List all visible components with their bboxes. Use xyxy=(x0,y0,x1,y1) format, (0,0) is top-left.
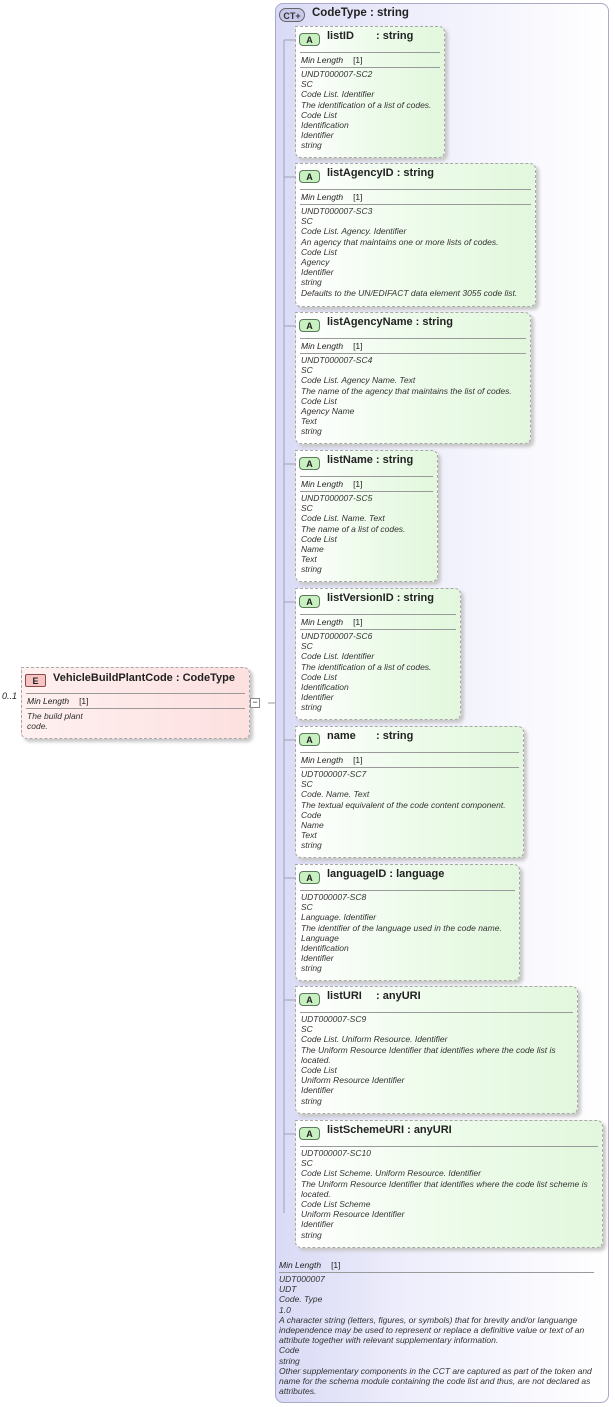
attribute-badge-icon: A xyxy=(299,733,320,746)
divider xyxy=(300,629,456,630)
attribute-badge-icon: A xyxy=(299,319,320,332)
attribute-min-length: Min Length[1] xyxy=(301,341,363,351)
attribute-badge-icon: A xyxy=(299,33,320,46)
element-badge-icon: E xyxy=(25,674,46,687)
divider xyxy=(300,204,531,205)
collapse-toggle-icon[interactable]: − xyxy=(250,698,260,708)
attribute-name: listURI xyxy=(327,990,362,1002)
attribute-badge-icon: A xyxy=(299,170,320,183)
complex-type-name: CodeType xyxy=(312,7,367,19)
divider xyxy=(300,338,526,339)
complex-type-min-length: Min Length[1] xyxy=(279,1260,341,1270)
attribute-type: string xyxy=(382,454,414,466)
attribute-title: listAgencyName : string xyxy=(327,316,453,328)
attribute-min-length: Min Length[1] xyxy=(301,192,363,202)
element-vehiclebuildplantcode[interactable]: E VehicleBuildPlantCode : CodeType Min L… xyxy=(21,667,250,739)
attribute-type: language xyxy=(396,868,445,880)
attribute-min-length: Min Length[1] xyxy=(301,479,363,489)
divider xyxy=(300,767,519,768)
attribute-name: listAgencyID xyxy=(327,167,394,179)
attribute-type: anyURI xyxy=(413,1124,452,1136)
attribute-type: string xyxy=(382,730,414,742)
attribute-name: listVersionID xyxy=(327,592,394,604)
attribute-name: languageID xyxy=(327,868,387,880)
complex-type-type: string xyxy=(376,7,409,19)
attribute-badge-icon: A xyxy=(299,993,320,1006)
element-min-length: Min Length[1] xyxy=(27,696,89,706)
attribute-type: string xyxy=(403,167,434,179)
divider xyxy=(300,52,440,53)
element-title: VehicleBuildPlantCode : CodeType xyxy=(53,672,235,684)
divider xyxy=(26,693,245,694)
divider xyxy=(300,67,440,68)
divider xyxy=(300,353,526,354)
divider xyxy=(279,1272,594,1273)
attribute-min-length: Min Length[1] xyxy=(301,55,363,65)
divider xyxy=(300,752,519,753)
attribute-name: listSchemeURI xyxy=(327,1124,405,1136)
attribute-type: string xyxy=(422,316,453,328)
divider xyxy=(300,189,531,190)
attribute-title: languageID : language xyxy=(327,868,445,880)
divider xyxy=(300,476,433,477)
divider xyxy=(300,890,515,891)
element-documentation: The build plant code. xyxy=(27,711,83,732)
attribute-name: listID xyxy=(327,30,354,42)
attribute-name: name xyxy=(327,730,356,742)
attribute-title: listAgencyID : string xyxy=(327,167,434,179)
attribute-title: listURI : anyURI xyxy=(327,990,421,1002)
attribute-title: listName : string xyxy=(327,454,414,466)
attribute-name: listAgencyName xyxy=(327,316,413,328)
attribute-badge-icon: A xyxy=(299,871,320,884)
attribute-title: listID : string xyxy=(327,30,414,42)
divider xyxy=(26,708,245,709)
attribute-title: name : string xyxy=(327,730,414,742)
attribute-title: listSchemeURI : anyURI xyxy=(327,1124,452,1136)
complex-type-title: CodeType : string xyxy=(312,7,409,19)
attribute-type: anyURI xyxy=(382,990,421,1002)
attribute-type: string xyxy=(382,30,414,42)
attribute-badge-icon: A xyxy=(299,1127,320,1140)
attribute-badge-icon: A xyxy=(299,457,320,470)
attribute-min-length: Min Length[1] xyxy=(301,617,363,627)
attribute-type: string xyxy=(403,592,434,604)
element-multiplicity: 0..1 xyxy=(2,691,18,701)
divider xyxy=(300,1012,573,1013)
attribute-name: listName xyxy=(327,454,373,466)
divider xyxy=(300,491,433,492)
element-type: CodeType xyxy=(182,672,235,684)
complex-type-badge-icon: CT+ xyxy=(279,8,305,22)
attribute-badge-icon: A xyxy=(299,595,320,608)
attribute-min-length: Min Length[1] xyxy=(301,755,363,765)
divider xyxy=(300,614,456,615)
attribute-title: listVersionID : string xyxy=(327,592,434,604)
divider xyxy=(300,1146,598,1147)
element-name: VehicleBuildPlantCode xyxy=(53,672,173,684)
